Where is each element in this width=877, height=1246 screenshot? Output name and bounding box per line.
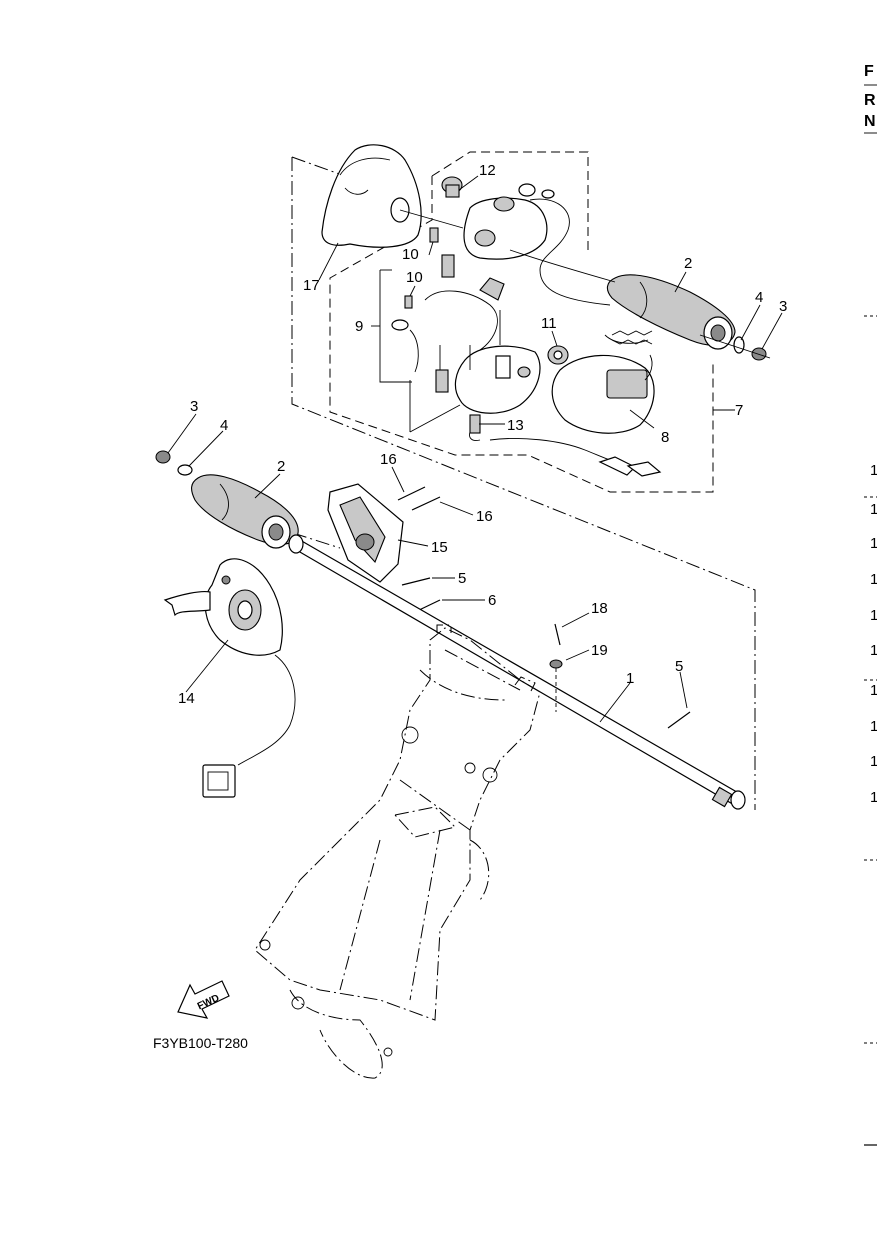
- callout-18: 18: [591, 600, 608, 617]
- right-grip: [509, 249, 736, 350]
- callout-6: 6: [488, 592, 496, 609]
- callout-3-left: 3: [190, 398, 198, 415]
- callout-10-lower: 10: [406, 269, 423, 286]
- callout-9: 9: [355, 318, 363, 335]
- callout-3-right: 3: [779, 298, 787, 315]
- callout-17: 17: [303, 277, 320, 294]
- right-washer-nut: [699, 334, 771, 361]
- edge-number: 1: [870, 501, 877, 518]
- cover-part: [321, 144, 464, 248]
- callout-7: 7: [735, 402, 743, 419]
- callout-2-left: 2: [277, 458, 285, 475]
- callout-13: 13: [507, 417, 524, 434]
- edge-number: 1: [870, 789, 877, 806]
- callout-4-right: 4: [755, 289, 763, 306]
- edge-number: 1: [870, 535, 877, 552]
- edge-number: 1: [870, 718, 877, 735]
- edge-number: 1: [870, 607, 877, 624]
- steering-column: [254, 624, 541, 1079]
- handlebar-tube: [288, 534, 746, 810]
- callout-16-upper: 16: [380, 451, 397, 468]
- switch-body: [379, 227, 662, 477]
- callout-5-right: 5: [675, 658, 683, 675]
- edge-letter-n: N: [864, 113, 876, 130]
- left-grip: [155, 450, 299, 549]
- switch-assembly-boundary: [329, 151, 714, 493]
- right-edge-fragments: F R N 1 1 1 1 1 1 1 1 1 1: [864, 63, 877, 1146]
- edge-number: 1: [870, 682, 877, 699]
- callout-11: 11: [541, 315, 557, 332]
- edge-letter-r: R: [864, 92, 876, 109]
- callout-1: 1: [626, 670, 634, 687]
- collar-part: [547, 345, 569, 365]
- callout-10-upper: 10: [402, 246, 419, 263]
- throttle-housing: [327, 483, 404, 583]
- edge-number: 1: [870, 753, 877, 770]
- edge-letter-f: F: [864, 63, 874, 80]
- switch-pad: [551, 330, 655, 434]
- callout-15: 15: [431, 539, 448, 556]
- throttle-lever: [163, 558, 296, 798]
- edge-number: 1: [870, 571, 877, 588]
- callout-5-left: 5: [458, 570, 466, 587]
- callout-8: 8: [661, 429, 669, 446]
- callout-2-right: 2: [684, 255, 692, 272]
- callout-16-lower: 16: [476, 508, 493, 525]
- edge-number: 1: [870, 642, 877, 659]
- callout-12: 12: [479, 162, 496, 179]
- assembly-frame: [291, 156, 756, 810]
- edge-number: 1: [870, 462, 877, 479]
- switch-housing: [441, 176, 611, 306]
- callout-labels: 12 2 4 3 10 10 9 11 7 8 13 17 3 4 2 16 1…: [178, 162, 787, 707]
- fwd-arrow: FWD: [177, 980, 230, 1019]
- figure-code: F3YB100-T280: [153, 1035, 248, 1051]
- callout-14: 14: [178, 690, 195, 707]
- callout-19: 19: [591, 642, 608, 659]
- leader-lines: [167, 175, 783, 723]
- callout-4-left: 4: [220, 417, 228, 434]
